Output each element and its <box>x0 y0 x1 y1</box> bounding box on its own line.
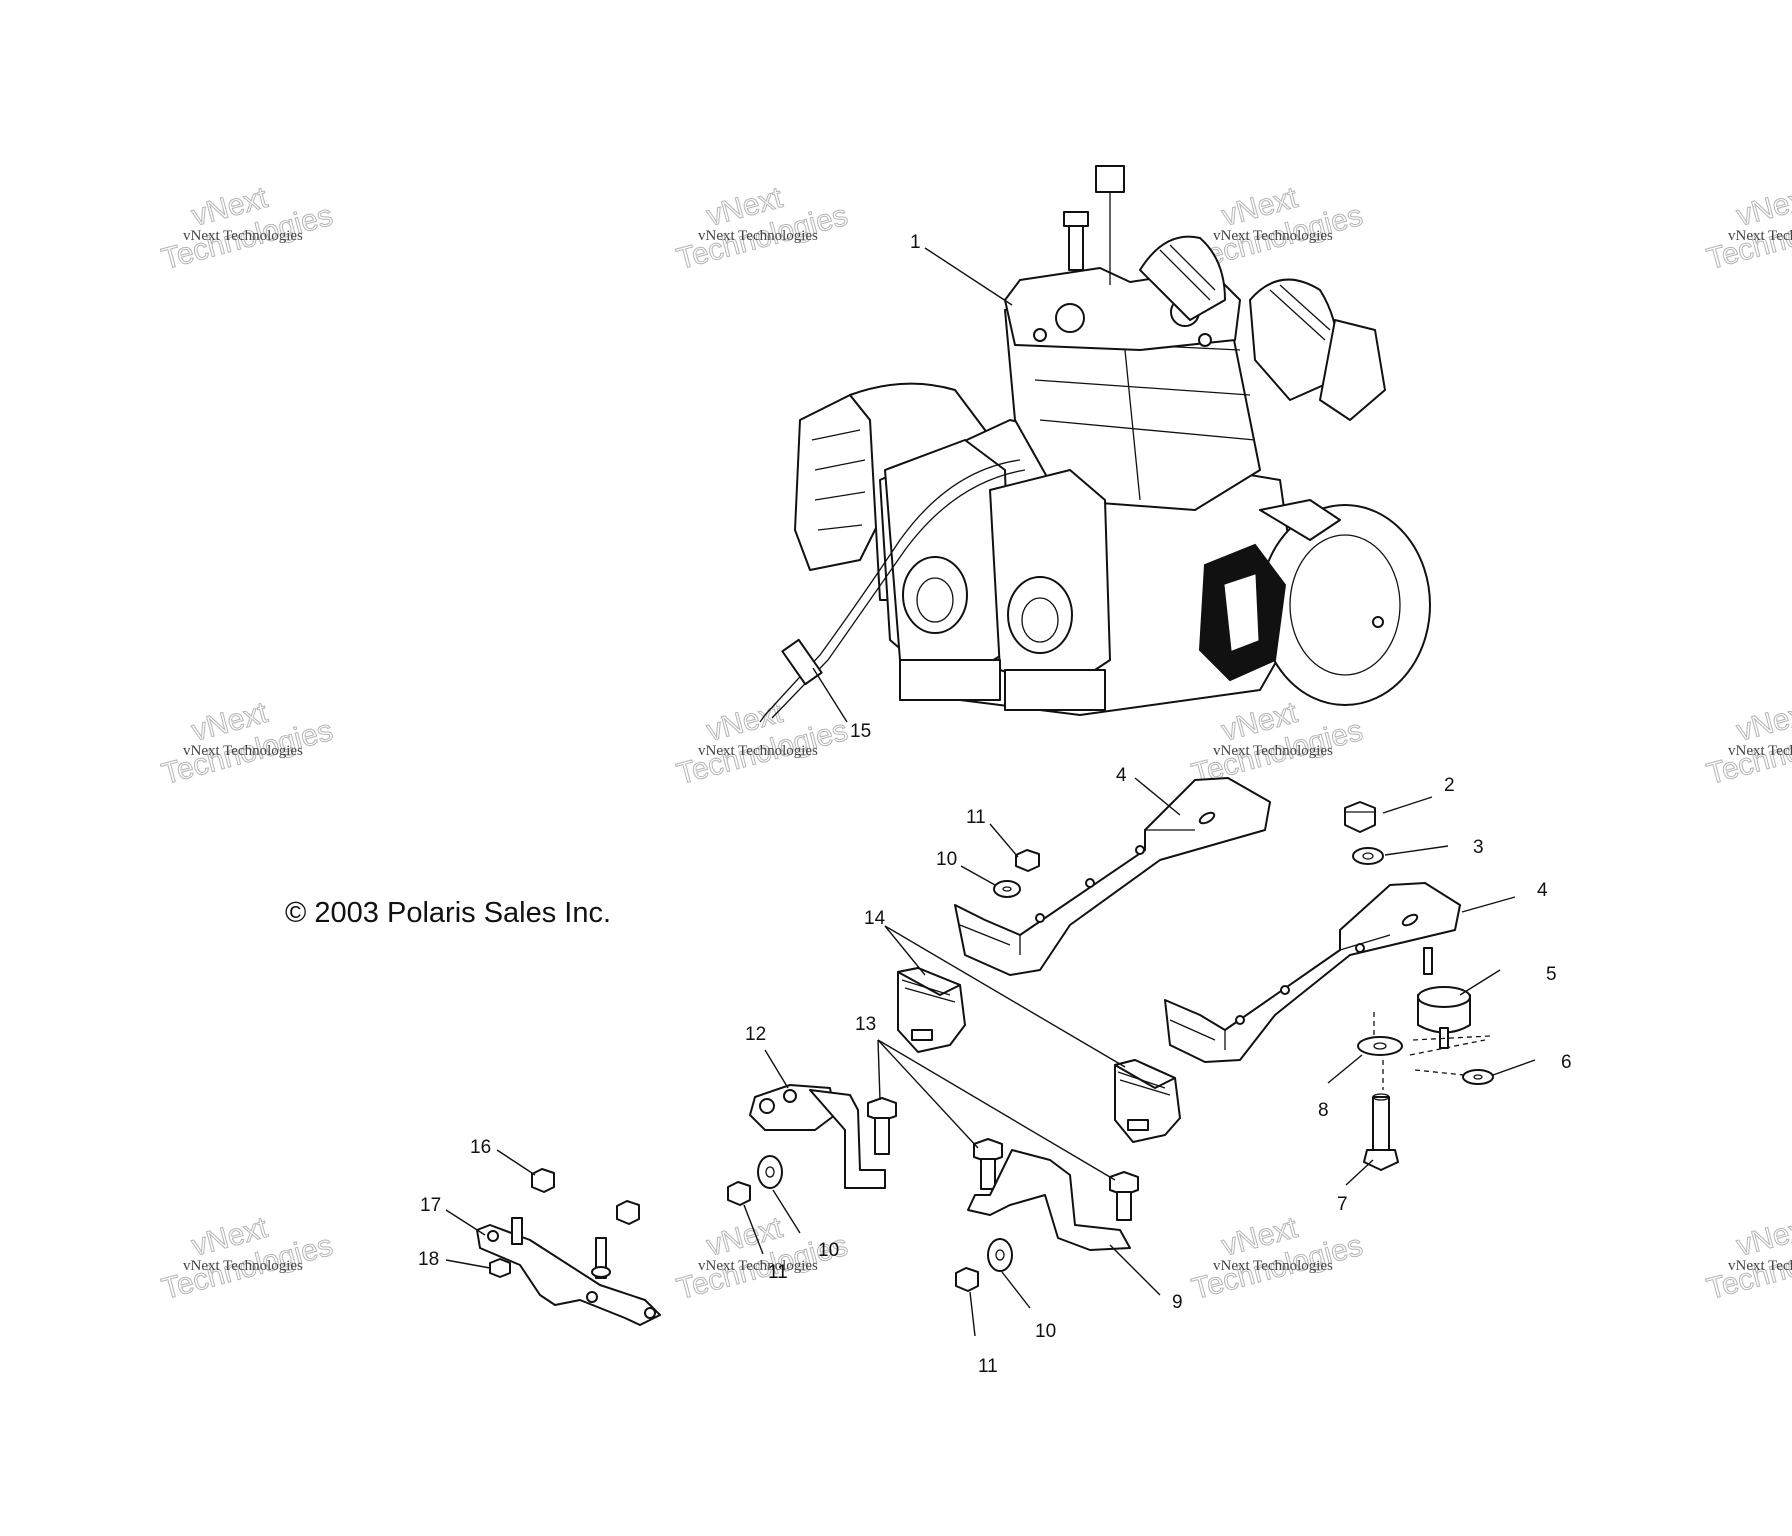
flat-washer <box>993 880 1021 898</box>
watermark-caption: vNext Technologies <box>1213 743 1333 759</box>
watermark-caption: vNext Technologies <box>1728 1258 1792 1274</box>
watermark-caption: vNext Technologies <box>1213 228 1333 244</box>
watermark: vNext Technologies <box>673 695 852 791</box>
callout-11: 11 <box>978 1356 998 1377</box>
callout-16: 16 <box>470 1137 491 1158</box>
small-washer <box>1462 1069 1494 1085</box>
hex-nut <box>616 1200 640 1225</box>
torque-stop <box>1114 1059 1181 1143</box>
callout-labels: 1 15 4 2 3 4 5 6 7 8 9 11 10 14 12 13 10… <box>418 232 1572 1377</box>
flat-washer <box>1357 1036 1403 1056</box>
callout-7: 7 <box>1337 1194 1348 1215</box>
watermark: vNext Technologies <box>673 180 852 276</box>
watermark: vNext Technologies <box>1703 695 1792 791</box>
callout-6: 6 <box>1561 1052 1572 1073</box>
rubber-isolator <box>1417 947 1471 1049</box>
watermark-caption: vNext Technologies <box>698 1258 818 1274</box>
hex-bolt <box>973 1138 1003 1190</box>
hex-nut <box>955 1267 979 1292</box>
callout-18: 18 <box>418 1249 439 1270</box>
hex-bolt <box>1109 1171 1139 1221</box>
hex-nut <box>1015 849 1040 872</box>
watermark-caption: vNext Technologies <box>1728 743 1792 759</box>
watermark: vNext Technologies <box>1703 180 1792 276</box>
watermark-caption: vNext Technologies <box>1213 1258 1333 1274</box>
callout-11: 11 <box>966 807 986 828</box>
watermark: vNext Technologies <box>1703 1210 1792 1306</box>
callout-4: 4 <box>1537 880 1548 901</box>
callout-13: 13 <box>855 1014 876 1035</box>
hex-nut <box>727 1181 751 1206</box>
flat-washer <box>757 1155 783 1189</box>
callout-11: 11 <box>768 1262 788 1283</box>
hex-nut <box>1344 801 1376 833</box>
leader-lines <box>445 247 1536 1337</box>
watermark-caption: vNext Technologies <box>183 743 303 759</box>
mount-plate <box>749 1084 886 1189</box>
watermarks: vNext Technologies vNext Technologies vN… <box>158 180 1792 1306</box>
callout-8: 8 <box>1318 1100 1329 1121</box>
callout-10: 10 <box>1035 1321 1056 1342</box>
callout-3: 3 <box>1473 837 1484 858</box>
hex-bolt <box>1363 1093 1399 1171</box>
engine-mount-bracket <box>1164 882 1461 1063</box>
watermark: vNext Technologies <box>158 1210 337 1306</box>
flat-washer <box>1352 847 1384 865</box>
watermark: vNext Technologies <box>1188 180 1367 276</box>
watermark: vNext Technologies <box>158 180 337 276</box>
watermark-caption: vNext Technologies <box>183 1258 303 1274</box>
callout-9: 9 <box>1172 1292 1183 1313</box>
stud-bracket <box>476 1217 661 1326</box>
watermark-caption: vNext Technologies <box>1728 228 1792 244</box>
callout-17: 17 <box>420 1195 441 1216</box>
callout-1: 1 <box>910 232 921 253</box>
callout-14: 14 <box>864 908 886 929</box>
callout-12: 12 <box>745 1024 766 1045</box>
hex-bolt <box>867 1097 897 1155</box>
torque-stop <box>897 967 966 1053</box>
flat-washer <box>987 1238 1013 1272</box>
callout-10: 10 <box>818 1240 839 1261</box>
callout-15: 15 <box>850 721 871 742</box>
callout-2: 2 <box>1444 775 1455 796</box>
watermark-caption: vNext Technologies <box>183 228 303 244</box>
watermark-caption: vNext Technologies <box>698 743 818 759</box>
mount-bracket <box>967 1149 1131 1251</box>
hex-nut <box>531 1168 555 1193</box>
hex-nut <box>489 1258 511 1278</box>
copyright-notice: © 2003 Polaris Sales Inc. <box>285 897 611 929</box>
engine-assembly <box>759 165 1431 723</box>
watermark-caption: vNext Technologies <box>698 228 818 244</box>
callout-5: 5 <box>1546 964 1557 985</box>
engine-mount-bracket <box>954 777 1271 976</box>
callout-10: 10 <box>936 849 957 870</box>
callout-4: 4 <box>1116 765 1127 786</box>
watermark: vNext Technologies <box>158 695 337 791</box>
